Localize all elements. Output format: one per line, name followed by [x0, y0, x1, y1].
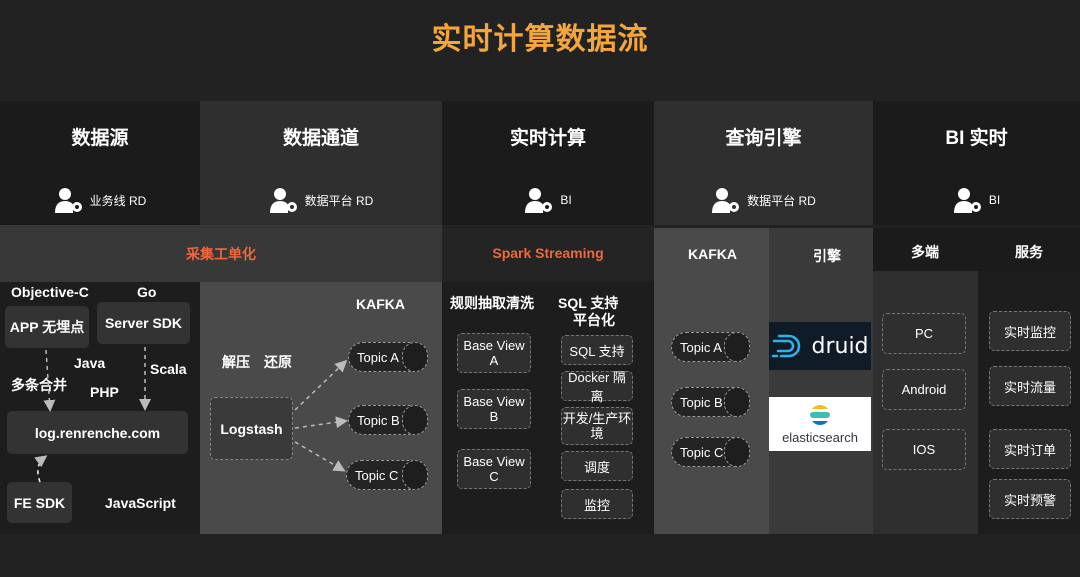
platform-dev-prod: 开发/生产环境	[561, 407, 633, 445]
label-service: 服务	[1015, 244, 1043, 260]
role-label: 业务线 RD	[89, 193, 147, 208]
role-badge: BI	[442, 186, 654, 214]
column-header-compute: 实时计算 BI	[442, 101, 654, 225]
client-ios: IOS	[882, 429, 966, 470]
role-label: 数据平台 RD	[304, 193, 374, 208]
druid-wordmark: druid	[811, 333, 869, 359]
role-badge: BI	[873, 186, 1080, 214]
platform-scheduling: 调度	[561, 451, 633, 481]
label-engine: 引擎	[813, 248, 841, 264]
label-platform-title: 平台化	[573, 312, 615, 328]
topic-label: Topic A	[357, 349, 399, 365]
band-collect: 采集工单化	[0, 225, 442, 282]
cylinder-cap	[724, 437, 750, 467]
column-label: 实时计算	[509, 128, 586, 149]
bi-band	[873, 228, 1080, 271]
elasticsearch-wordmark: elasticsearch	[782, 430, 858, 445]
column-label: 查询引擎	[725, 128, 802, 149]
druid-icon	[772, 334, 801, 358]
platform-docker: Docker 隔离	[561, 370, 633, 404]
client-android: Android	[882, 369, 966, 410]
platform-line: 境	[590, 426, 604, 441]
label-javascript: JavaScript	[105, 495, 176, 511]
view-name: Base View	[463, 454, 525, 469]
role-badge: 业务线 RD	[0, 186, 200, 214]
column-header-bi: BI 实时 BI	[873, 101, 1080, 225]
user-gear-icon	[269, 188, 297, 213]
column-label: 数据源	[71, 128, 129, 149]
fe-sdk-box: FE SDK	[7, 482, 72, 523]
view-name: Base View	[463, 338, 525, 353]
app-no-tracking-box: APP 无埋点	[5, 306, 89, 348]
label-kafka-channel: KAFKA	[356, 296, 405, 312]
label-go: Go	[137, 284, 157, 300]
role-label: BI	[988, 193, 1001, 207]
label-multi-client: 多端	[911, 244, 939, 260]
log-server-box: log.renrenche.com	[7, 411, 188, 454]
role-label: BI	[560, 193, 572, 207]
service-monitoring: 实时监控	[989, 311, 1071, 351]
label-java: Java	[74, 355, 106, 371]
druid-logo: druid	[769, 322, 871, 370]
channel-topic-b: Topic B	[348, 405, 428, 435]
engine-panel	[769, 228, 873, 534]
label-kafka-query: KAFKA	[688, 246, 737, 262]
view-suffix: C	[489, 469, 499, 484]
user-gear-icon	[953, 188, 981, 213]
cylinder-cap	[402, 405, 428, 435]
topic-label: Topic C	[355, 467, 399, 483]
user-gear-icon	[712, 188, 740, 213]
label-sql-title: SQL 支持	[558, 295, 619, 311]
band-spark: Spark Streaming	[442, 225, 654, 280]
service-traffic: 实时流量	[989, 366, 1071, 406]
label-scala: Scala	[150, 361, 187, 377]
server-sdk-box: Server SDK	[97, 302, 190, 344]
column-header-source: 数据源 业务线 RD	[0, 101, 200, 225]
label-merge: 多条合并	[11, 377, 67, 393]
service-alerts: 实时预警	[989, 479, 1071, 519]
platform-sql-support: SQL 支持	[561, 335, 633, 365]
cylinder-cap	[724, 332, 750, 362]
user-gear-icon	[54, 188, 82, 213]
label-objective-c: Objective-C	[11, 284, 89, 300]
channel-topic-c: Topic C	[346, 460, 428, 490]
cylinder-cap	[402, 342, 428, 372]
query-topic-a: Topic A	[671, 332, 750, 362]
logstash-box: Logstash	[210, 397, 293, 460]
column-label: 数据通道	[282, 128, 359, 149]
view-name: Base View	[463, 394, 525, 409]
query-topic-c: Topic C	[671, 437, 750, 467]
channel-topic-a: Topic A	[348, 342, 428, 372]
view-suffix: A	[489, 353, 499, 368]
client-pc: PC	[882, 313, 966, 354]
role-badge: 数据平台 RD	[654, 186, 873, 214]
platform-monitoring: 监控	[561, 489, 633, 519]
label-decompress: 解压 还原	[222, 354, 292, 370]
column-label: BI 实时	[945, 128, 1008, 149]
topic-label: Topic A	[680, 339, 722, 355]
elasticsearch-logo: elasticsearch	[769, 397, 871, 451]
role-label: 数据平台 RD	[747, 193, 816, 208]
label-rules: 规则抽取清洗	[450, 295, 534, 311]
column-header-channel: 数据通道 数据平台 RD	[200, 101, 442, 225]
label-php: PHP	[90, 384, 119, 400]
cylinder-cap	[724, 387, 750, 417]
topic-label: Topic B	[680, 394, 723, 410]
user-gear-icon	[525, 188, 553, 213]
cylinder-cap	[402, 460, 428, 490]
role-badge: 数据平台 RD	[200, 186, 442, 214]
service-orders: 实时订单	[989, 429, 1071, 469]
kafka-panel	[654, 228, 769, 534]
query-topic-b: Topic B	[671, 387, 750, 417]
topic-label: Topic C	[680, 444, 724, 460]
view-suffix: B	[489, 409, 499, 424]
platform-line: 开发/生产环	[562, 411, 632, 426]
topic-label: Topic B	[357, 412, 400, 428]
column-header-query: 查询引擎 数据平台 RD	[654, 101, 873, 225]
page-title: 实时计算数据流	[431, 23, 649, 56]
elasticsearch-icon	[810, 405, 830, 425]
